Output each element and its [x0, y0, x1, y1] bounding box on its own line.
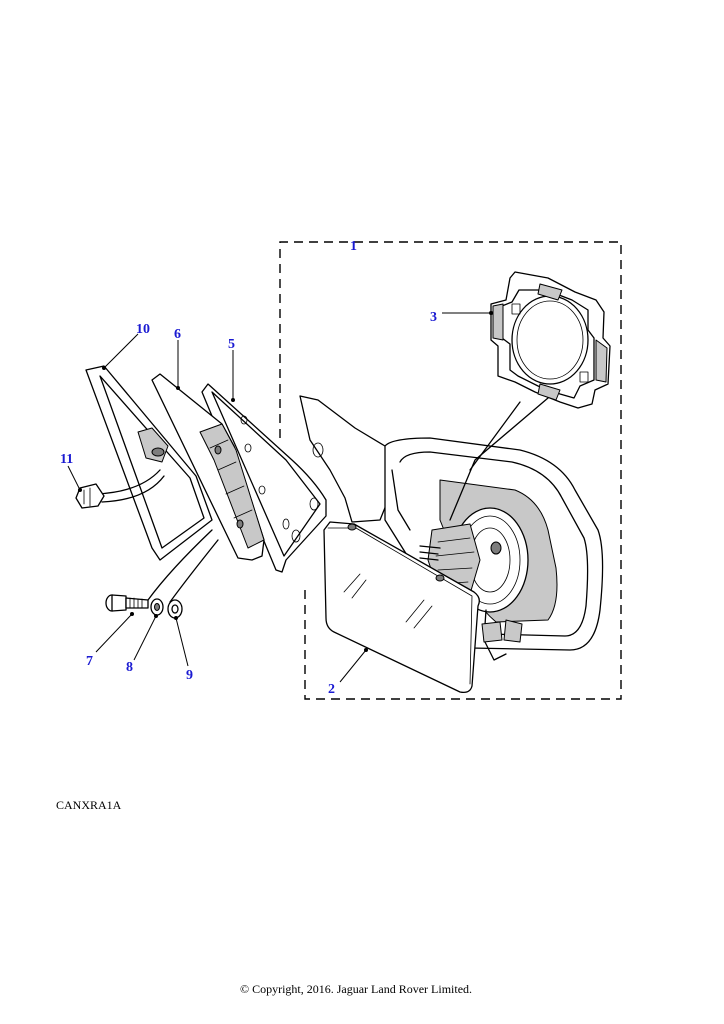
callout-2: 2: [328, 682, 335, 697]
callout-5: 5: [228, 337, 235, 352]
mirror-housing: [299, 395, 604, 661]
callout-7: 7: [86, 654, 93, 669]
callout-10: 10: [136, 322, 150, 337]
part-2-mirror-glass: [323, 521, 480, 694]
callout-3: 3: [430, 310, 437, 325]
part-8-lock-washer: [150, 598, 164, 616]
callout-6: 6: [174, 327, 181, 342]
leader-lines: [67, 311, 493, 683]
callout-9: 9: [186, 668, 193, 683]
callout-1: 1: [350, 239, 357, 254]
diagram-code: CANXRA1A: [56, 798, 122, 812]
part-11-connector: [75, 483, 105, 509]
part-10-heater-pad: [85, 365, 213, 561]
assembly-boundary: [279, 241, 622, 700]
part-7-screw: [105, 594, 149, 612]
callout-8: 8: [126, 660, 133, 675]
callout-11: 11: [60, 452, 73, 467]
part-3-mounting-bracket: [490, 271, 611, 409]
part-9-flat-washer: [167, 599, 183, 619]
callout-labels: 1 2 3 5 6 7 8 9 10 11: [60, 239, 437, 697]
part-5-backplate: [201, 383, 327, 573]
copyright-notice: © Copyright, 2016. Jaguar Land Rover Lim…: [240, 982, 472, 996]
